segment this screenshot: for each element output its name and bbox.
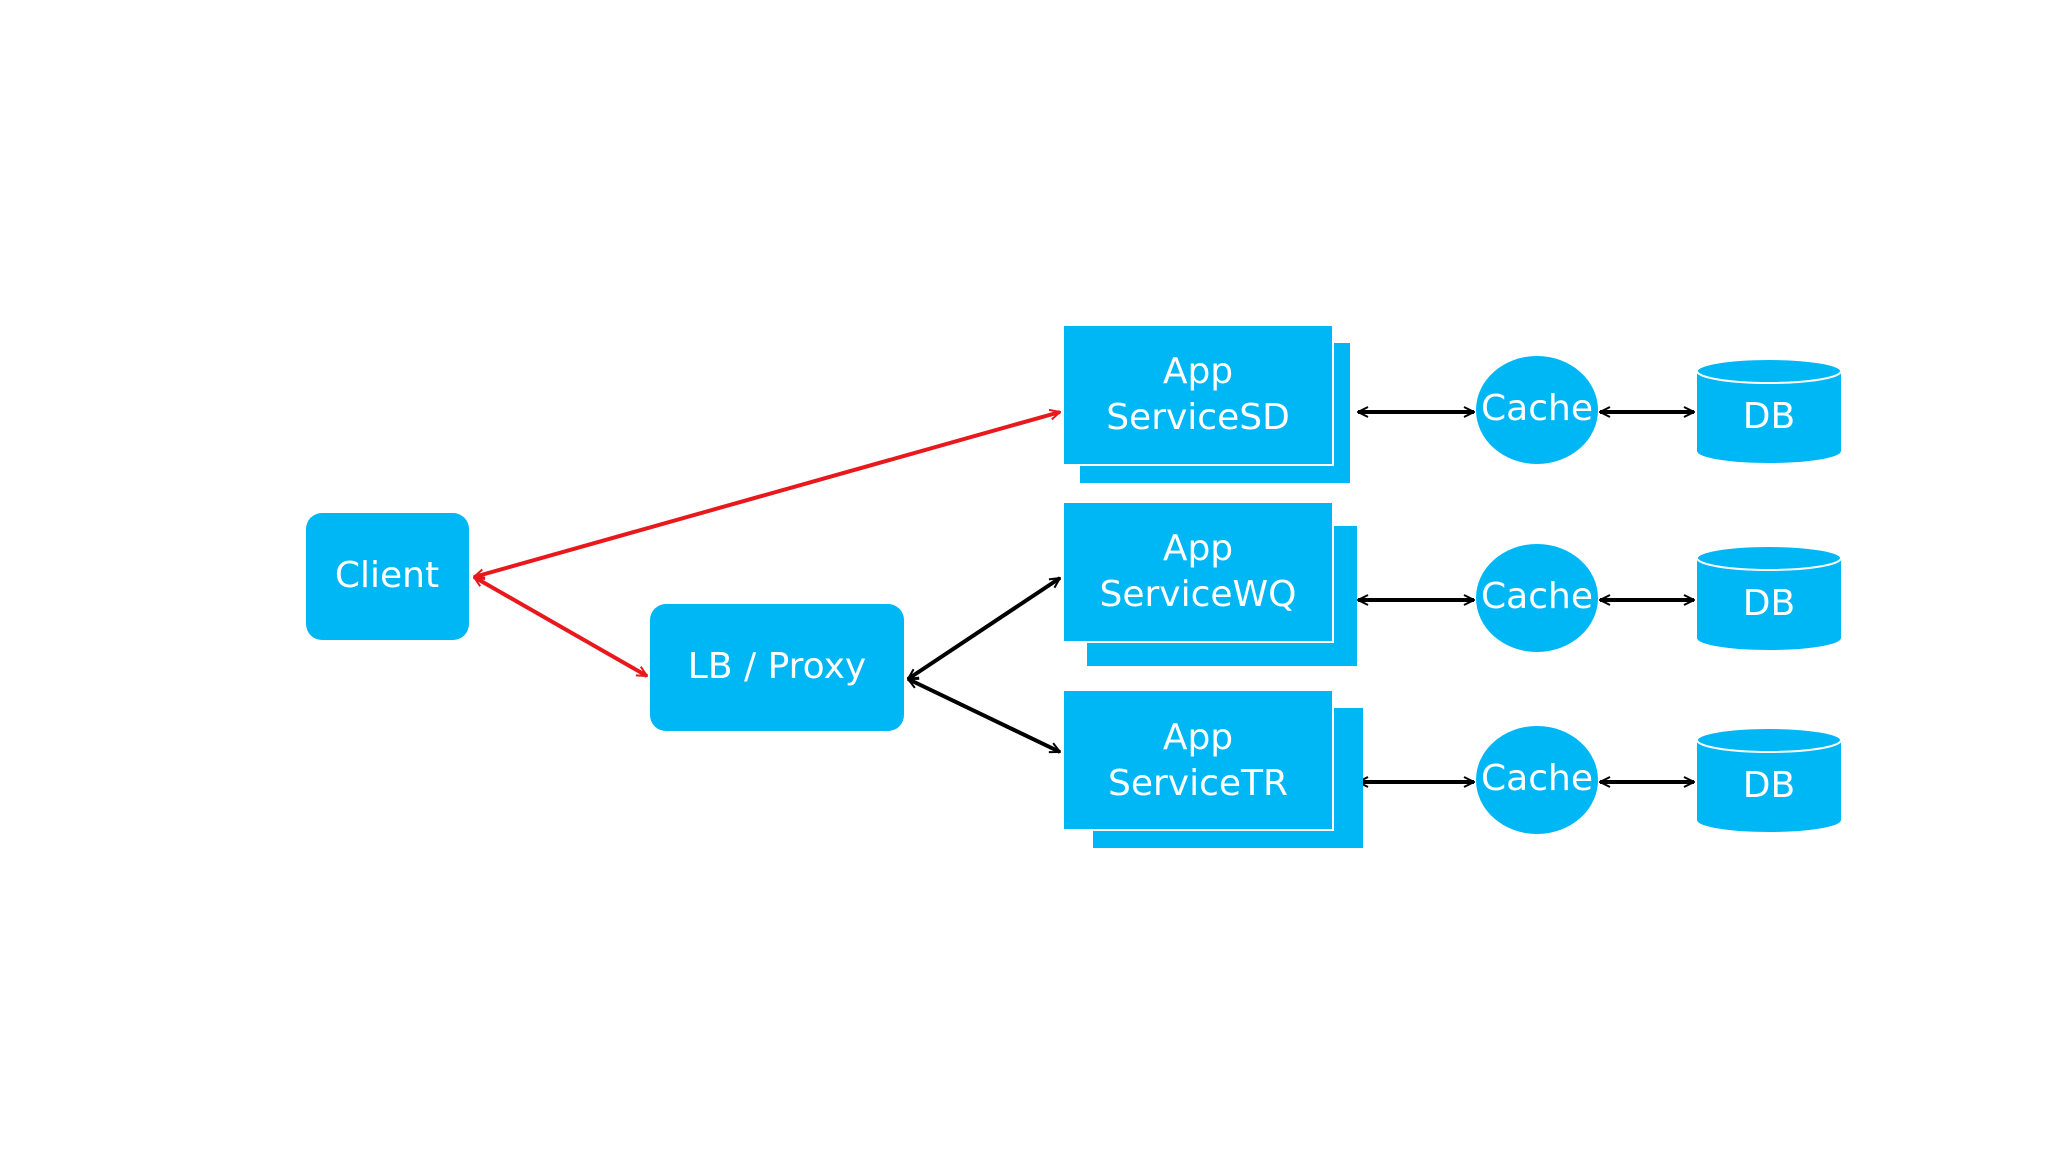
cache-node-2[interactable]: Cache [1476,544,1598,652]
service-line2: ServiceWQ [1100,574,1297,615]
db-label: DB [1743,583,1795,624]
cache-label: Cache [1481,388,1593,429]
client-node[interactable]: Client [306,513,469,640]
service-line2: ServiceSD [1106,397,1290,438]
service-line1: App [1163,717,1233,758]
db-label: DB [1743,396,1795,437]
app-service-sd-node[interactable]: App ServiceSD [1062,324,1350,483]
cache-node-1[interactable]: Cache [1476,356,1598,464]
db-node-1[interactable]: DB [1696,358,1842,463]
client-label: Client [335,555,439,596]
service-line1: App [1163,528,1233,569]
proxy-label: LB / Proxy [688,646,866,687]
db-node-2[interactable]: DB [1696,545,1842,650]
db-node-3[interactable]: DB [1696,727,1842,832]
cache-label: Cache [1481,576,1593,617]
edge-client-proxy [474,575,647,678]
app-service-tr-node[interactable]: App ServiceTR [1062,689,1363,848]
service-line2: ServiceTR [1108,763,1288,804]
edge-proxy-servicewq [908,576,1060,681]
service-line1: App [1163,351,1233,392]
edge-proxy-servicetr [908,677,1060,754]
proxy-node[interactable]: LB / Proxy [650,604,904,731]
edge-client-servicesd [474,412,1060,577]
cache-label: Cache [1481,758,1593,799]
cache-node-3[interactable]: Cache [1476,726,1598,834]
db-label: DB [1743,765,1795,806]
app-service-wq-node[interactable]: App ServiceWQ [1062,501,1357,666]
